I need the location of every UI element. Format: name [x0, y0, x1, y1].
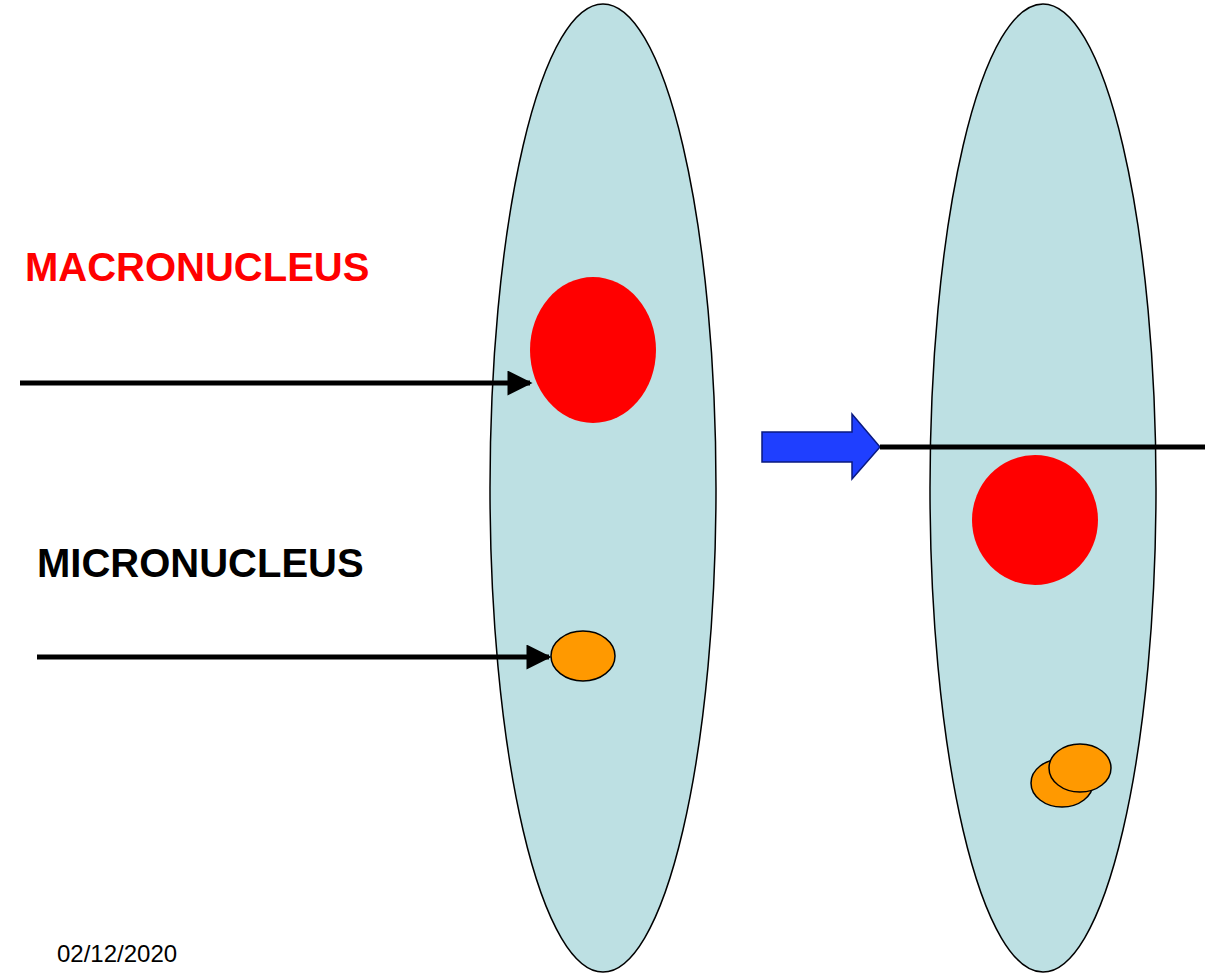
macronucleus-shape [972, 455, 1098, 585]
transition-arrow [762, 414, 880, 479]
date-note: 02/12/2020 [57, 940, 177, 968]
part-label: MACRONUCLEUS [25, 244, 369, 290]
cell-body [490, 4, 716, 972]
micronucleus-shape [551, 631, 615, 681]
leader-arrow [37, 655, 549, 660]
part-label: MICRONUCLEUS [37, 540, 364, 586]
micronucleus-shape [1049, 744, 1111, 792]
leader-arrow [20, 381, 530, 386]
division-line [880, 445, 1205, 450]
macronucleus-shape [530, 277, 656, 423]
cell-body [930, 4, 1156, 972]
